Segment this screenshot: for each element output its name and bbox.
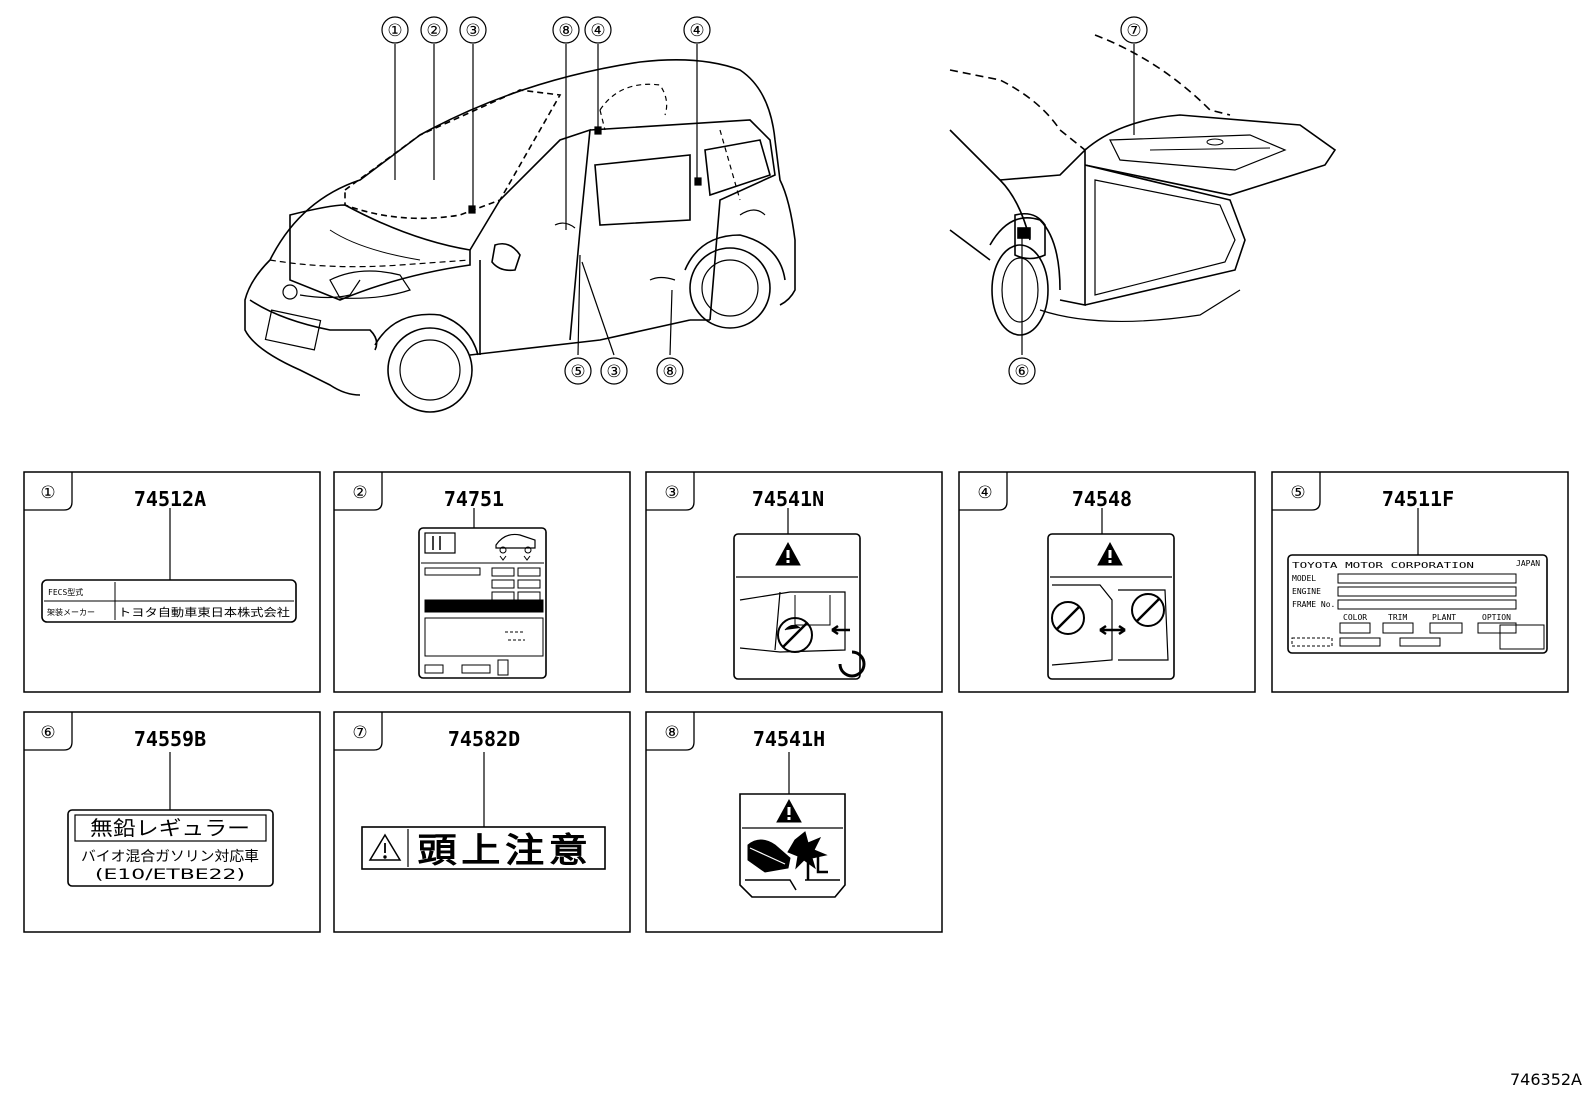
label1-row2-key: 架装メーカー [47, 607, 95, 617]
panel-tab-6 [24, 712, 73, 751]
callout-1: ① [387, 21, 402, 41]
panel-tab-7 [334, 712, 383, 751]
panel-1-code: 74512A [134, 487, 206, 511]
label1-row1: FECS型式 [48, 587, 83, 597]
panel-tab-4 [959, 472, 1008, 511]
panel-frame-2 [333, 471, 631, 693]
panel-3-code: 74541N [752, 487, 824, 511]
callout-2: ② [426, 21, 441, 41]
callout-7-rear: ⑦ [1126, 21, 1141, 41]
callout-3-bottom: ③ [606, 362, 621, 382]
label5-engine: ENGINE [1292, 587, 1321, 596]
panel-5-num: ⑤ [1290, 483, 1305, 503]
panel-3-num: ③ [664, 483, 679, 503]
label7-text: 頭上注意 [418, 831, 593, 871]
front-callouts: ① ② ③ ⑧ ④ ④ ⑤ ③ ⑧ [381, 16, 711, 385]
callout-5-bottom: ⑤ [570, 362, 585, 382]
panel-8-code: 74541H [753, 727, 825, 751]
panel-tab-3 [646, 472, 695, 511]
panel-7-num: ⑦ [352, 723, 367, 743]
panel-4-num: ④ [977, 483, 992, 503]
panel-frames [23, 471, 1569, 933]
label5-header: TOYOTA MOTOR CORPORATION [1292, 561, 1474, 570]
panel-1-num: ① [40, 483, 55, 503]
label6-line3: (E10/ETBE22) [95, 867, 245, 883]
label-74511F: TOYOTA MOTOR CORPORATION JAPAN MODEL ENG… [1287, 508, 1548, 654]
label-74559B: 無鉛レギュラー バイオ混合ガソリン対応車 (E10/ETBE22) [67, 752, 274, 887]
label-74548 [1047, 508, 1175, 680]
label-74541N [733, 508, 866, 680]
front-callout-leaders [394, 44, 702, 356]
panel-headers: ① 74512A ② 74751 ③ 74541N ④ 74548 ⑤ 7451… [40, 483, 1454, 751]
panel-frame-4 [958, 471, 1256, 693]
panel-2-num: ② [352, 483, 367, 503]
panel-frame-5 [1271, 471, 1569, 693]
label5-trim: TRIM [1388, 613, 1407, 622]
label-74582D: 頭上注意 [361, 752, 606, 871]
label-74541H [739, 752, 846, 898]
panel-tab-8 [646, 712, 695, 751]
panel-frame-6 [23, 711, 321, 933]
panel-frame-7 [333, 711, 631, 933]
panel-7-code: 74582D [448, 727, 520, 751]
callout-3-top: ③ [465, 21, 480, 41]
callout-4-top-a: ④ [590, 21, 605, 41]
panel-6-code: 74559B [134, 727, 206, 751]
label5-frame: FRAME No. [1292, 600, 1335, 609]
rear-car-illustration [949, 34, 1337, 336]
callout-8-top: ⑧ [558, 21, 573, 41]
diagram-id: 746352A [1509, 1070, 1582, 1089]
label5-option: OPTION [1482, 613, 1511, 622]
label5-color: COLOR [1343, 613, 1367, 622]
front-car-illustration [244, 59, 796, 413]
panel-tab-2 [334, 472, 383, 511]
label5-plant: PLANT [1432, 613, 1456, 622]
rear-callout-leaders [1021, 44, 1135, 355]
panel-tab-5 [1272, 472, 1321, 511]
rear-callouts: ⑦ ⑥ [1008, 16, 1148, 385]
panel-8-num: ⑧ [664, 723, 679, 743]
callout-4-top-b: ④ [689, 21, 704, 41]
label5-country: JAPAN [1516, 559, 1540, 568]
panel-5-code: 74511F [1382, 487, 1454, 511]
panel-6-num: ⑥ [40, 723, 55, 743]
label-74512A: FECS型式 架装メーカー トヨタ自動車東日本株式会社 [41, 508, 297, 623]
panel-frame-1 [23, 471, 321, 693]
label6-line1: 無鉛レギュラー [90, 816, 250, 840]
panel-4-code: 74548 [1072, 487, 1132, 511]
label-74751 [418, 508, 547, 679]
panel-tab-1 [24, 472, 73, 511]
callout-8-bottom: ⑧ [662, 362, 677, 382]
panel-frame-3 [645, 471, 943, 693]
label5-model: MODEL [1292, 574, 1316, 583]
label1-row2-val: トヨタ自動車東日本株式会社 [118, 605, 290, 619]
panel-2-code: 74751 [444, 487, 504, 511]
panel-frame-8 [645, 711, 943, 933]
callout-6-rear: ⑥ [1014, 362, 1029, 382]
label6-line2: バイオ混合ガソリン対応車 [81, 848, 259, 865]
